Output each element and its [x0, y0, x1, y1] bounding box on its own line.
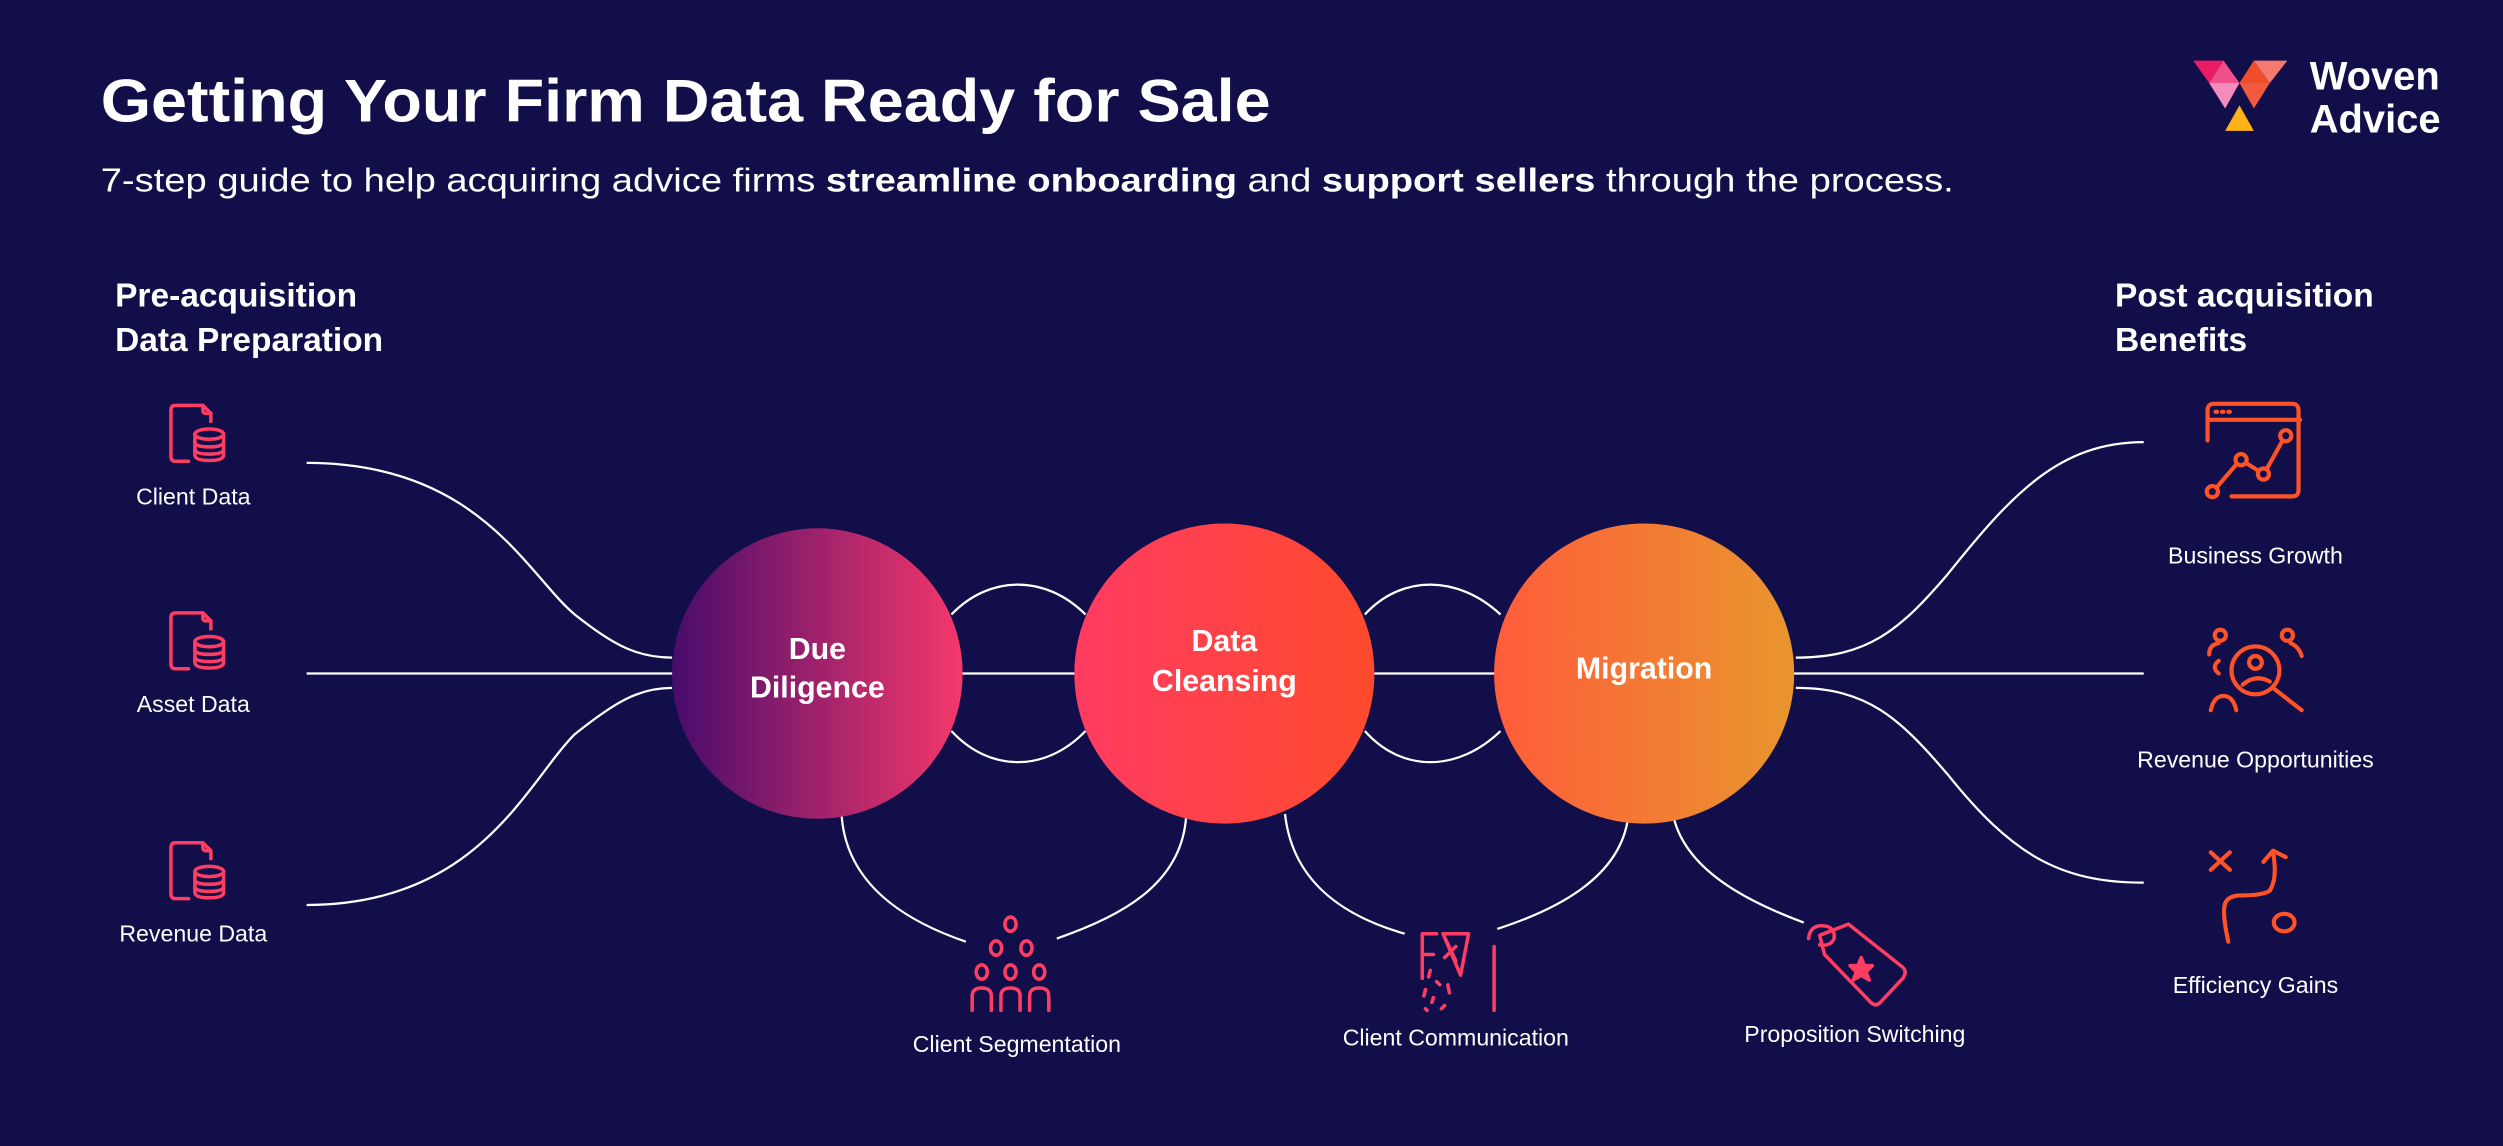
right-item-efficiency-gains: Efficiency Gains [2173, 848, 2338, 998]
svg-text:Migration: Migration [1576, 652, 1712, 685]
left-section-heading-line2: Data Preparation [115, 322, 383, 359]
growth-chart-icon [2204, 401, 2303, 500]
svg-text:Efficiency Gains: Efficiency Gains [2173, 972, 2338, 998]
logo-text-line1: Woven [2310, 54, 2440, 98]
svg-text:Business Growth: Business Growth [2168, 542, 2343, 568]
paper-plane-icon [1420, 931, 1496, 1013]
substep-client-communication: Client Communication [1343, 931, 1569, 1050]
right-section-heading-line2: Benefits [2115, 322, 2247, 359]
svg-text:Proposition Switching: Proposition Switching [1744, 1021, 1965, 1047]
svg-text:Due: Due [789, 633, 846, 666]
svg-text:Asset Data: Asset Data [137, 691, 250, 717]
right-item-business-growth: Business Growth [2168, 401, 2343, 568]
stage-due-diligence: Due Diligence [672, 528, 963, 819]
right-item-revenue-opportunities: Revenue Opportunities [2137, 627, 2374, 773]
left-section-heading-line1: Pre-acquisition [115, 277, 357, 314]
stage-data-cleansing: Data Cleansing [1074, 523, 1375, 824]
logo-text-line2: Advice [2310, 97, 2441, 141]
svg-text:Client Segmentation: Client Segmentation [913, 1031, 1121, 1057]
page-title: Getting Your Firm Data Ready for Sale [101, 66, 1271, 134]
left-item-client-data: Client Data [136, 403, 251, 509]
page-subtitle: 7-step guide to help acquiring advice fi… [101, 163, 1954, 200]
svg-text:Revenue Opportunities: Revenue Opportunities [2137, 747, 2374, 773]
svg-text:Client Communication: Client Communication [1343, 1024, 1569, 1050]
left-item-asset-data: Asset Data [137, 611, 250, 717]
left-item-revenue-data: Revenue Data [119, 840, 267, 947]
svg-text:Diligence: Diligence [750, 671, 885, 704]
svg-text:Revenue Data: Revenue Data [119, 921, 267, 947]
strategy-path-icon [2208, 848, 2297, 944]
group-hierarchy-icon [970, 915, 1051, 1013]
svg-text:Client Data: Client Data [136, 483, 251, 509]
people-search-icon [2207, 627, 2304, 713]
svg-text:Data: Data [1192, 625, 1259, 658]
substep-client-segmentation: Client Segmentation [913, 915, 1121, 1057]
substep-proposition-switching: Proposition Switching [1744, 922, 1965, 1047]
price-tag-star-icon [1806, 922, 1907, 1007]
right-section-heading-line1: Post acquisition [2115, 277, 2374, 314]
svg-text:Cleansing: Cleansing [1152, 665, 1297, 698]
stage-migration: Migration [1494, 523, 1795, 824]
woven-advice-logo: Woven Advice [2193, 54, 2441, 141]
